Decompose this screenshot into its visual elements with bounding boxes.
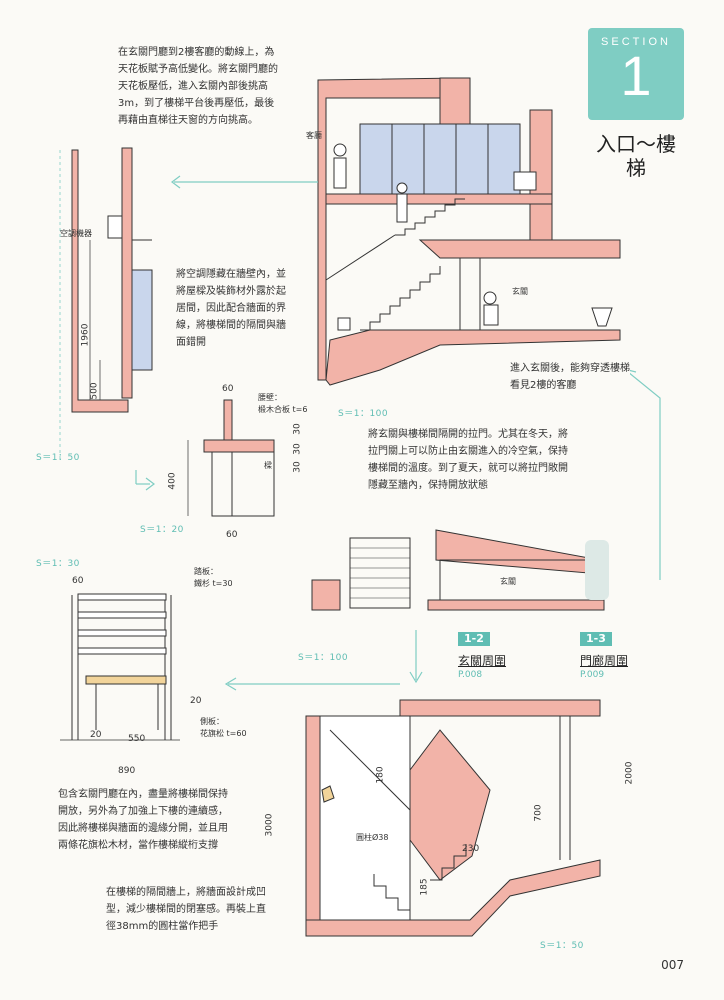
ref-title-1-2[interactable]: 玄關周圍 [458, 654, 507, 668]
floor-plan-drawing [311, 529, 609, 611]
page-number: 007 [661, 958, 684, 972]
waist-wall-detail-drawing [187, 399, 275, 517]
label-living: 客廳 [306, 131, 322, 140]
scale-rail: S＝1：30 [36, 559, 80, 569]
section-badge: SECTION 1 [588, 28, 684, 120]
ref-page-1-2[interactable]: P.008 [458, 670, 483, 680]
dim-60-top: 60 [222, 384, 234, 394]
section-number: 1 [620, 44, 652, 107]
scale-aircon: S＝1：50 [36, 453, 80, 463]
note-open-stair: 包含玄關門廳在內，盡量將樓梯間保持開放，另外為了加強上下樓的連續感，因此將樓梯與… [58, 786, 234, 854]
label-entrance-plan: 玄關 [500, 577, 516, 586]
label-column: 圓柱Ø38 [356, 833, 389, 842]
label-beam: 樑 [264, 461, 272, 470]
ref-tag-1-3[interactable]: 1-3 [580, 632, 612, 646]
scale-main-section: S＝1：100 [338, 409, 389, 419]
dim-60-bottom: 60 [226, 530, 238, 540]
main-section-drawing [317, 77, 621, 386]
ref-tag-1-2[interactable]: 1-2 [458, 632, 490, 646]
dim-890: 890 [118, 766, 136, 776]
note-ceiling-height: 在玄關門廳到2樓客廳的動線上，為天花板賦予高低變化。將玄關門廳的天花板壓低，進入… [118, 44, 278, 129]
dim-20-right: 20 [190, 696, 202, 706]
scale-plan: S＝1：100 [298, 653, 349, 663]
label-aircon: 空調機器 [60, 229, 92, 238]
dim-185: 185 [419, 878, 430, 896]
stair-rail-detail-drawing [60, 593, 180, 741]
scale-waist-wall: S＝1：20 [140, 525, 184, 535]
label-tread-material: 鐵杉 t=30 [194, 579, 233, 588]
lower-section-drawing [305, 699, 601, 937]
dim-550: 550 [128, 734, 146, 744]
label-side-board-material: 花旗松 t=60 [200, 729, 247, 738]
section-title: 入口～樓梯 [596, 132, 676, 180]
dim-20-left: 20 [90, 730, 102, 740]
ref-page-1-3[interactable]: P.009 [580, 670, 605, 680]
dim-180: 180 [375, 766, 386, 784]
note-sliding-door: 將玄關與樓梯間隔開的拉門。尤其在冬天，將拉門關上可以防止由玄關進入的冷空氣，保持… [368, 426, 576, 494]
dim-400: 400 [167, 472, 178, 490]
label-side-board: 側板： [200, 717, 224, 726]
dim-30-c: 30 [292, 461, 303, 473]
dim-3000: 3000 [264, 813, 275, 837]
dim-30-a: 30 [292, 423, 303, 435]
dim-60-rail: 60 [72, 576, 84, 586]
label-tread: 踏板： [194, 567, 218, 576]
note-see-living: 進入玄關後，能夠穿透樓梯看見2樓的客廳 [510, 360, 630, 394]
label-entrance: 玄關 [512, 287, 528, 296]
dim-1960: 1960 [80, 323, 91, 347]
note-handrail: 在樓梯的隔間牆上，將牆面設計成凹型，減少樓梯間的閉塞感。再裝上直徑38mm的圓柱… [106, 884, 274, 935]
dim-230: 230 [462, 844, 480, 854]
dim-500: 500 [89, 382, 100, 400]
section-word: SECTION [601, 36, 671, 48]
ref-title-1-3[interactable]: 門廊周圍 [580, 654, 629, 668]
dim-30-b: 30 [292, 443, 303, 455]
label-waist-wall: 腰壁： [258, 393, 282, 402]
note-aircon-hidden: 將空調隱藏在牆壁內，並將屋樑及裝飾材外露於起居間，因此配合牆面的界線，將樓梯間的… [176, 266, 288, 351]
dim-700: 700 [533, 804, 544, 822]
dim-2000: 2000 [624, 761, 635, 785]
label-waist-wall-material: 椴木合板 t=6 [258, 405, 308, 414]
aircon-wall-drawing [71, 147, 153, 413]
scale-lower-section: S＝1：50 [540, 941, 584, 951]
